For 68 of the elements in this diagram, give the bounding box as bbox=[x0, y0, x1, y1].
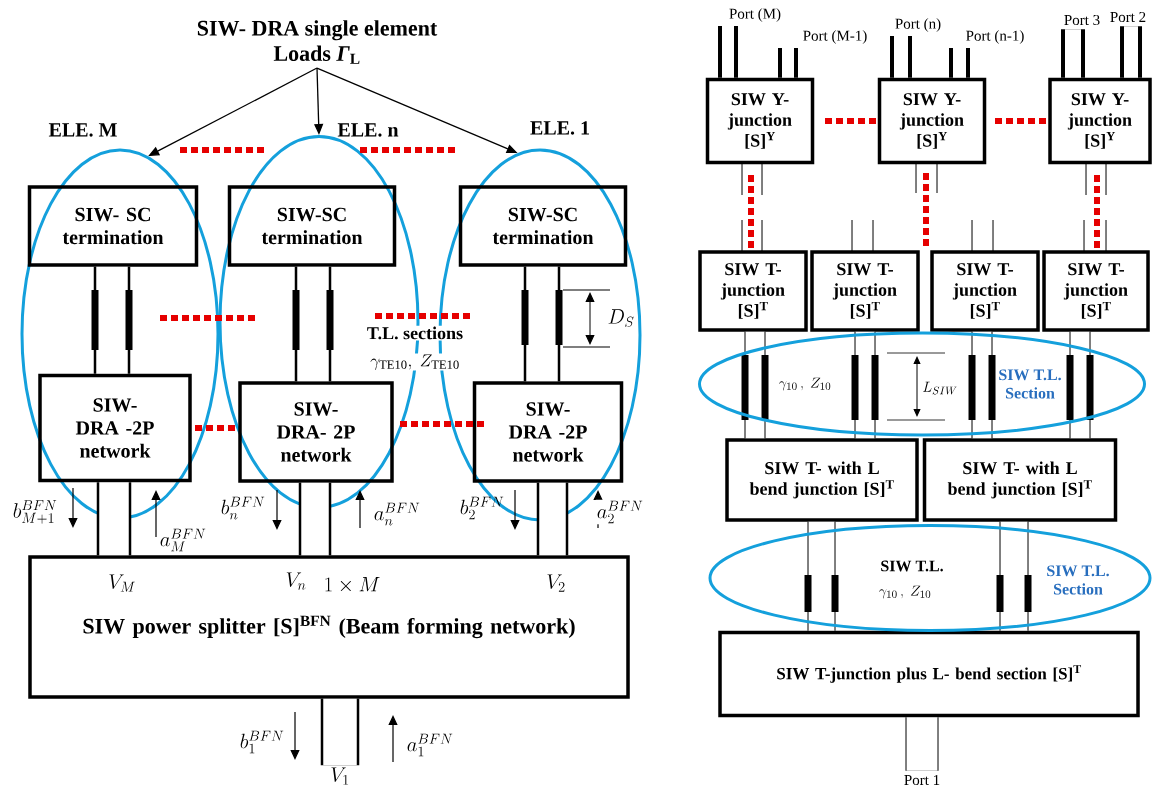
transmission-line bbox=[999, 521, 1029, 631]
process-box: SIW-SC termination bbox=[458, 185, 628, 267]
port-label: Port 3 bbox=[1064, 14, 1100, 26]
transmission-line bbox=[320, 698, 360, 766]
process-box: SIW T-junction plus L- bend section [S]$^{T}$ bbox=[718, 630, 1140, 718]
process-box: SIW T- with L bend junction [S]$^{T}$ bbox=[725, 438, 919, 522]
process-box: SIW- DRA -2P network bbox=[38, 373, 192, 483]
transmission-line bbox=[1061, 29, 1085, 78]
transmission-line bbox=[1069, 331, 1091, 439]
port-label: Port 2 bbox=[1110, 11, 1146, 23]
process-box: SIW Y- junction [S]$^{Y}$ bbox=[1048, 77, 1152, 165]
voltage-label: $V_{1}$ bbox=[331, 767, 349, 785]
dimension-label: $L_{SIW}$ bbox=[923, 381, 957, 395]
port-label: Port (M) bbox=[729, 8, 781, 22]
load-label: SIW- DRA single element Loads Γ$_{L}$ bbox=[197, 20, 438, 64]
transmission-line bbox=[890, 36, 912, 78]
transmission-line bbox=[971, 331, 993, 439]
transmission-line bbox=[523, 266, 561, 382]
process-box: SIW T- with L bend junction [S]$^{T}$ bbox=[922, 438, 1118, 522]
process-box: SIW T- junction [S]$^{T}$ bbox=[698, 250, 808, 332]
port-label: Port 1 bbox=[904, 775, 940, 786]
transmission-line bbox=[298, 482, 332, 556]
parameter-label: $\gamma_{\mathrm{TE10}},\ Z_{\mathrm{TE10}}$ bbox=[369, 353, 461, 371]
transmission-line bbox=[778, 48, 798, 78]
wave-label: $b_{M+1}^{BFN}$ bbox=[13, 500, 57, 524]
port-label: Port (M-1) bbox=[803, 30, 867, 44]
transmission-line bbox=[294, 266, 332, 382]
process-box: SIW- SC termination bbox=[27, 185, 199, 267]
wave-label: $a_{2}^{BFN}$ bbox=[595, 499, 645, 525]
process-box: SIW-SC termination bbox=[227, 185, 397, 267]
element-label: ELE. 1 bbox=[530, 121, 589, 135]
process-box: SIW T- junction [S]$^{T}$ bbox=[810, 250, 920, 332]
element-label: ELE. M bbox=[48, 123, 117, 137]
wave-label: $b_{n}^{BFN}$ bbox=[221, 496, 265, 520]
size-label: $1\times M$ bbox=[325, 577, 380, 592]
transmission-line bbox=[949, 48, 970, 78]
section-label: SIW T.L. Section bbox=[1047, 565, 1109, 595]
transmission-line bbox=[718, 26, 738, 78]
transmission-line bbox=[905, 717, 939, 771]
transmission-line bbox=[807, 521, 836, 631]
process-box: SIW- DRA -2P network bbox=[472, 381, 624, 483]
parameter-label: $\gamma_{10}\,,\ Z_{10}$ bbox=[879, 585, 931, 599]
process-box: SIW- DRA- 2P network bbox=[238, 381, 394, 483]
transmission-line bbox=[96, 482, 132, 556]
port-label: Port (n-1) bbox=[966, 30, 1024, 44]
process-box: SIW Y- junction [S]$^{Y}$ bbox=[705, 77, 815, 165]
wave-label: $a_{n}^{BFN}$ bbox=[374, 502, 420, 526]
port-label: Port (n) bbox=[895, 18, 941, 32]
transmission-line bbox=[854, 331, 876, 439]
wave-label: $b_{1}^{BFN}$ bbox=[240, 730, 284, 754]
process-box: SIW Y- junction [S]$^{Y}$ bbox=[877, 77, 987, 165]
voltage-label: $V_{n}$ bbox=[286, 572, 306, 590]
transmission-line bbox=[93, 266, 131, 374]
process-box: SIW T- junction [S]$^{T}$ bbox=[930, 250, 1040, 332]
section-label: T.L. sections bbox=[365, 325, 465, 341]
wave-label: $b_{2}^{BFN}$ bbox=[460, 496, 504, 520]
section-label: SIW T.L. Section bbox=[999, 369, 1061, 399]
transmission-line bbox=[536, 482, 569, 556]
voltage-label: $V_{2}$ bbox=[547, 574, 565, 592]
process-box: SIW T- junction [S]$^{T}$ bbox=[1042, 250, 1150, 332]
voltage-label: $V_{M}$ bbox=[109, 574, 135, 592]
dimension-label: $D_{S}$ bbox=[608, 309, 634, 327]
transmission-line bbox=[1120, 26, 1142, 78]
wave-label: $a_{1}^{BFN}$ bbox=[407, 733, 453, 757]
parameter-label: $\gamma_{10}\,,\ Z_{10}$ bbox=[779, 377, 831, 391]
element-label: ELE. n bbox=[337, 123, 399, 137]
section-label: SIW T.L. bbox=[881, 560, 943, 572]
transmission-line bbox=[744, 331, 766, 439]
